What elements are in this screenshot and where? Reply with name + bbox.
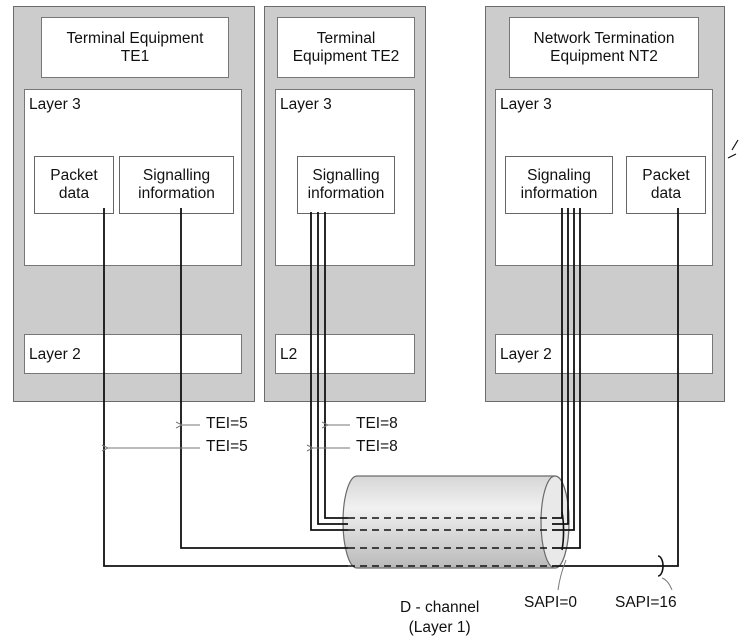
te2-layer3-label: Layer 3	[280, 96, 332, 113]
tei-arrows	[108, 425, 350, 448]
sapi-markers	[561, 511, 664, 577]
te2-panel: Terminal Equipment TE2 Layer 3 Signallin…	[264, 6, 426, 402]
te1-packet-line2: data	[58, 185, 90, 202]
te2-signalling-line1: Signalling	[312, 167, 380, 184]
sapi-pointers	[557, 559, 673, 591]
te1-packet-data-box: Packet data	[34, 156, 114, 214]
te1-title-line1: Terminal Equipment	[66, 29, 204, 47]
nt2-layer2-label: Layer 2	[500, 346, 552, 363]
nt2-signalling-line2: information	[520, 185, 598, 202]
sapi0-label: SAPI=0	[524, 594, 577, 611]
te2-layer2-label: L2	[280, 346, 298, 363]
te2-tei-upper-label: TEI=8	[356, 415, 398, 432]
nt2-packet-line1: Packet	[642, 167, 690, 184]
te1-tei-upper-label: TEI=5	[206, 415, 248, 432]
nt2-panel: Network Termination Equipment NT2 Layer …	[485, 6, 725, 402]
te1-title-box: Terminal Equipment TE1	[41, 17, 229, 78]
d-channel-label-line1: D - channel	[400, 599, 480, 616]
nt2-layer3-label: Layer 3	[500, 96, 552, 113]
sapi16-label: SAPI=16	[615, 594, 677, 611]
nt2-layer2-box: Layer 2	[495, 334, 713, 374]
te1-signalling-line1: Signalling	[142, 167, 211, 184]
nt2-layer3-box: Layer 3 Signaling information Packet dat…	[495, 89, 713, 266]
d-channel-cylinder	[342, 475, 570, 569]
te2-signalling-box: Signalling information	[297, 156, 395, 214]
nt2-packet-line2: data	[650, 185, 682, 202]
te1-layer2-box: Layer 2	[24, 334, 242, 374]
te2-layer3-box: Layer 3 Signalling information	[275, 89, 415, 266]
te1-panel: Terminal Equipment TE1 Layer 3 Packet da…	[13, 6, 255, 402]
d-channel-label: D - channel (Layer 1)	[400, 598, 479, 638]
d-channel-label-line2: (Layer 1)	[408, 619, 471, 636]
te1-layer3-box: Layer 3 Packet data Signalling informati…	[24, 89, 242, 266]
te2-signalling-line2: information	[307, 185, 385, 202]
te2-title-box: Terminal Equipment TE2	[277, 17, 415, 78]
nt2-title-line2: Equipment NT2	[550, 47, 658, 65]
te2-tei-lower-label: TEI=8	[356, 438, 398, 455]
edge-mark	[727, 139, 739, 159]
te2-title-line2: Equipment TE2	[292, 47, 400, 65]
nt2-title-box: Network Termination Equipment NT2	[509, 17, 699, 78]
te1-layer2-label: Layer 2	[29, 346, 81, 363]
te2-layer2-box: L2	[275, 334, 415, 374]
nt2-title-line1: Network Termination	[533, 29, 675, 47]
te1-signalling-line2: information	[138, 185, 215, 202]
nt2-signalling-line1: Signaling	[527, 167, 591, 184]
te1-packet-line1: Packet	[50, 167, 98, 184]
te1-signalling-box: Signalling information	[119, 156, 234, 214]
te1-tei-lower-label: TEI=5	[206, 438, 248, 455]
te1-layer3-label: Layer 3	[29, 96, 81, 113]
nt2-packet-data-box: Packet data	[626, 156, 706, 214]
te1-title-line2: TE1	[120, 47, 150, 65]
nt2-signalling-box: Signaling information	[505, 156, 613, 214]
te2-title-line1: Terminal	[316, 29, 376, 47]
